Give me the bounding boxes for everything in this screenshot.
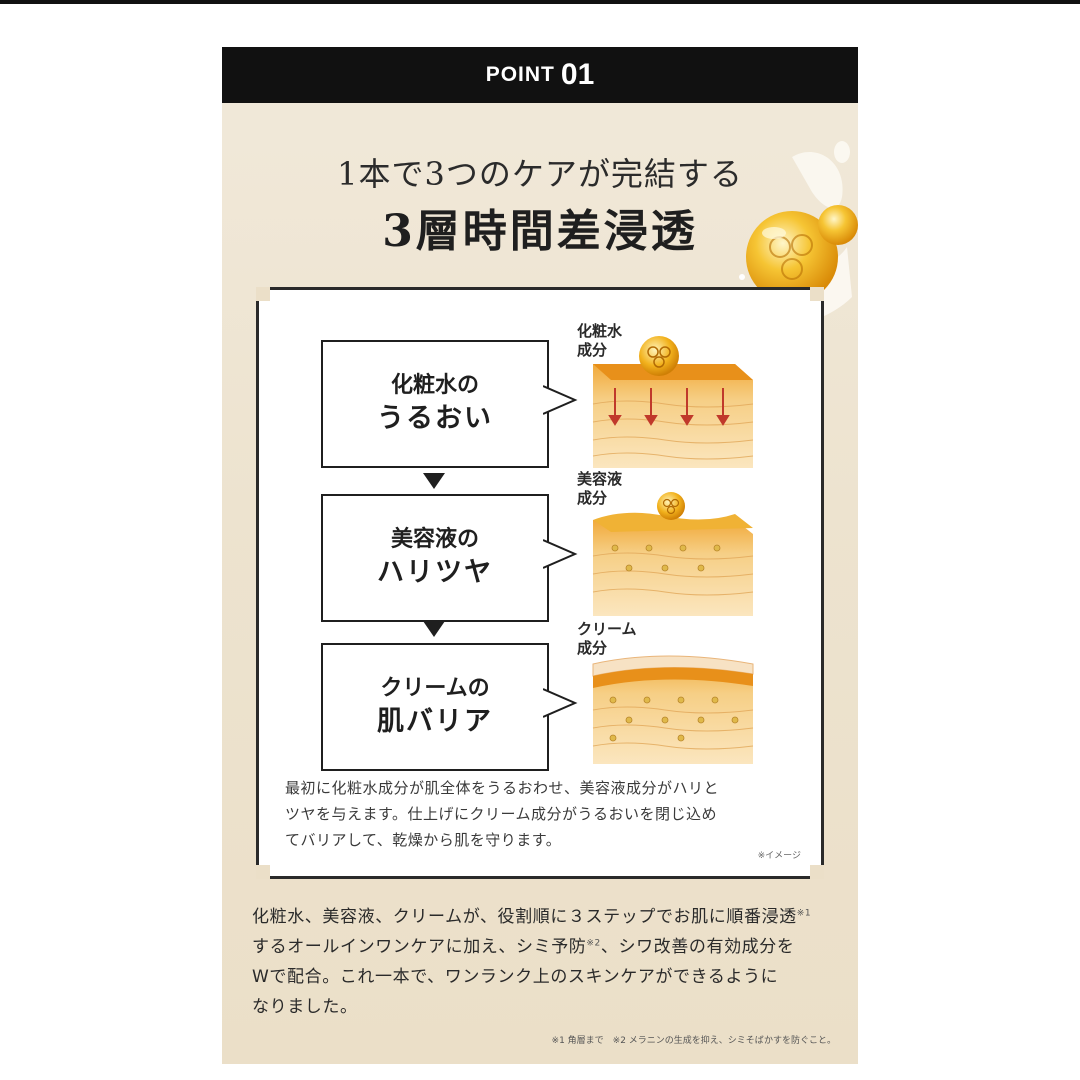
step-box-serum: 美容液の ハリツヤ	[321, 494, 549, 622]
down-arrow-icon	[423, 621, 445, 637]
headline-title: 3層時間差浸透	[382, 206, 698, 257]
top-border-line	[0, 0, 1080, 4]
skin-layer-illustration-cream	[592, 655, 754, 764]
image-note: ※イメージ	[757, 851, 801, 861]
speech-pointer-icon	[543, 688, 578, 718]
point-label: POINT	[485, 63, 555, 86]
layer-label-serum: 美容液成分	[577, 470, 623, 507]
point-number: 01	[560, 58, 595, 91]
diagram-description: 最初に化粧水成分が肌全体をうるおわせ、美容液成分がハリと ツヤを与えます。仕上げ…	[285, 779, 720, 849]
step-benefit: ハリツヤ	[377, 556, 493, 588]
layer-label-cream: クリーム成分	[577, 620, 637, 657]
point-panel: POINT 01 1本で3つのケアが完結する 3層時間差浸透	[222, 47, 858, 1064]
layer-label-lotion: 化粧水成分	[577, 322, 623, 359]
down-arrow-icon	[423, 473, 445, 489]
step-benefit: 肌バリア	[377, 705, 493, 737]
layer-diagram: 化粧水の うるおい 美容液の ハリツヤ クリームの 肌バリア 化粧水成分 美容	[256, 287, 824, 879]
step-box-cream: クリームの 肌バリア	[321, 643, 549, 771]
step-box-lotion: 化粧水の うるおい	[321, 340, 549, 468]
skin-layer-illustration-lotion	[592, 336, 754, 468]
headline-subtitle: 1本で3つのケアが完結する	[337, 155, 743, 193]
footnote: ※1 角層まで ※2 メラニンの生成を抑え、シミそばかすを防ぐこと。	[551, 1036, 836, 1046]
step-benefit: うるおい	[377, 402, 493, 434]
skin-layer-illustration-serum	[592, 492, 754, 616]
point-header-bar: POINT 01	[222, 47, 858, 103]
step-title: クリームの	[380, 675, 490, 701]
speech-pointer-icon	[543, 385, 578, 415]
step-title: 美容液の	[390, 526, 479, 552]
body-copy: 化粧水、美容液、クリームが、役割順に３ステップでお肌に順番浸透※1 するオールイ…	[252, 907, 812, 1017]
speech-pointer-icon	[543, 539, 578, 569]
step-title: 化粧水の	[390, 372, 479, 398]
